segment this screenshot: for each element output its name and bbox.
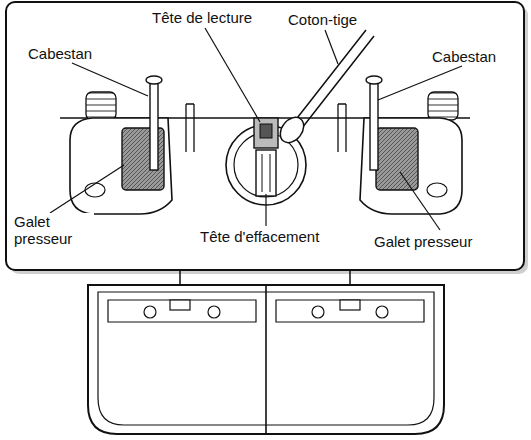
part-label: Coton-tige [286,11,359,28]
part-label: Galet presseur [12,213,94,247]
capstan-top [146,76,162,84]
capstan-top [366,76,382,84]
capstan [150,80,158,170]
erase-head [256,150,276,196]
tape-guide [186,104,194,152]
capstan [370,80,378,170]
pivot-hole [85,183,105,197]
deck-divider [265,285,267,434]
erase-head-detail [262,154,270,192]
pivot-hole [427,183,447,197]
part-label: Cabestan [26,45,94,62]
spring [86,92,116,120]
deck-body [88,285,444,434]
detail-panel [6,2,524,270]
spring [428,92,458,120]
part-label: Tête d'effacement [198,228,321,245]
tape-guide [338,104,346,152]
leader-lines [50,28,462,230]
playback-head [254,118,278,148]
swab-tip [276,113,309,147]
pinch-roller [376,128,418,190]
head-gap [260,124,272,138]
swab-stick [294,30,374,128]
part-label: Galet presseur [372,233,474,250]
part-label: Cabestan [430,48,498,65]
part-label: Tête de lecture [150,9,254,26]
deck-mechanism [108,300,424,322]
